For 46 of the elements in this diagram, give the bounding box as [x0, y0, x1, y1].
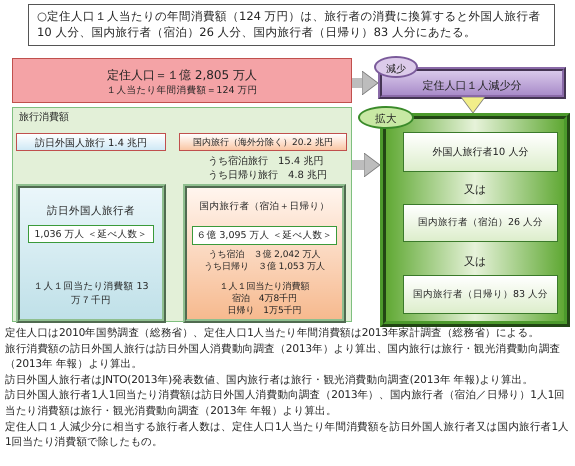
box-heading: 訪日外国人旅行者: [46, 204, 136, 218]
oval-tag: [374, 56, 418, 78]
box-text: 国内旅行（海外分除く）20.2 兆円: [192, 136, 334, 149]
box-text: １人当たり年間消費額＝124 万円: [105, 84, 259, 97]
connector-text: 又は: [463, 182, 487, 197]
note-text: うち宿泊旅行 15.4 兆円: [208, 154, 324, 168]
block-arrow: [460, 96, 486, 114]
footnote-text: 訪日外国人旅行者1人1回当たり消費額は訪日外国人消費動向調査（2013年）、国内旅行者（宿泊／日帰り）1人1回当たり消費額は旅行・観光消費動向調査（2013年 年報）より算出。: [5, 388, 566, 419]
box-text: 拡大: [374, 112, 398, 126]
footnote-text: 定住人口は2010年国勢調査（総務省）、定住人口1人当たり年間消費額は2013年家計調査（総務省）による。: [5, 326, 540, 341]
count-box: [192, 226, 337, 245]
amount-box: [16, 133, 166, 151]
box-text: 旅行消費額: [19, 110, 70, 124]
box-heading: 国内旅行者（宿泊＋日帰り）: [198, 200, 330, 213]
amount-box: [179, 133, 347, 151]
group-panel: [183, 184, 346, 323]
box-text: 減少: [385, 62, 407, 76]
box-text: うち日帰り ３億 1,053 万人: [202, 260, 326, 273]
result-box: [403, 132, 558, 172]
block-arrow: [352, 70, 378, 96]
footnote-text: 定住人口１人減少分に相当する旅行者人数は、定住人口1人当たり年間消費額を訪日外国人旅行者又は国内旅行者1人1回当たり消費額で除したもの。: [5, 420, 570, 450]
title-text: ○定住人口１人当たりの年間消費額（124 万円）は、旅行者の消費に換算すると外国人旅行者 10 人分、国内旅行者（宿泊）26 人分、国内旅行者（日帰り）83 人分にあたる。: [37, 8, 542, 40]
box-text: 1,036 万人 ＜延べ人数＞: [33, 228, 149, 241]
info-box: [12, 58, 352, 103]
box-text: 訪日外国人旅行 1.4 兆円: [34, 136, 148, 150]
box-text: 外国人旅行者10 人分: [432, 146, 530, 159]
connector-text: 又は: [463, 254, 487, 269]
group-panel: [12, 107, 352, 322]
count-box: [28, 225, 154, 243]
box-heading: 定住人口＝１億 2,805 万人: [106, 67, 258, 84]
box-text: 定住人口１人減少分: [422, 78, 522, 93]
box-text: うち宿泊 ３億 2,042 万人: [207, 248, 322, 261]
result-box: [403, 204, 558, 242]
group-panel: [16, 184, 166, 323]
footnote-text: 訪日外国人旅行者はJNTO(2013年)発表数値、国内旅行者は旅行・観光消費動向調査(2013年 年報)より算出。: [5, 372, 534, 388]
box-text: 宿泊 4万8千円: [230, 292, 298, 305]
box-text: １人１回当たり消費額 13 万７千円: [32, 280, 150, 308]
box-text: 国内旅行者（日帰り）83 人分: [412, 288, 550, 301]
box-text: １人１回当たり消費額: [218, 280, 310, 293]
box-text: 国内旅行者（宿泊）26 人分: [416, 216, 544, 229]
box-text: 日帰り 1万5千円: [226, 304, 303, 317]
footnote-text: 旅行消費額の訪日外国人旅行は訪日外国人消費動向調査（2013年）より算出、国内旅行は旅行・観光消費動向調査（2013年 年報）より算出。: [5, 342, 562, 372]
note-text: うち日帰り旅行 4.8 兆円: [208, 168, 328, 182]
block-arrow: [352, 152, 380, 178]
result-box: [403, 275, 558, 314]
box-text: ６億 3,095 万人 ＜延べ人数＞: [195, 229, 334, 242]
